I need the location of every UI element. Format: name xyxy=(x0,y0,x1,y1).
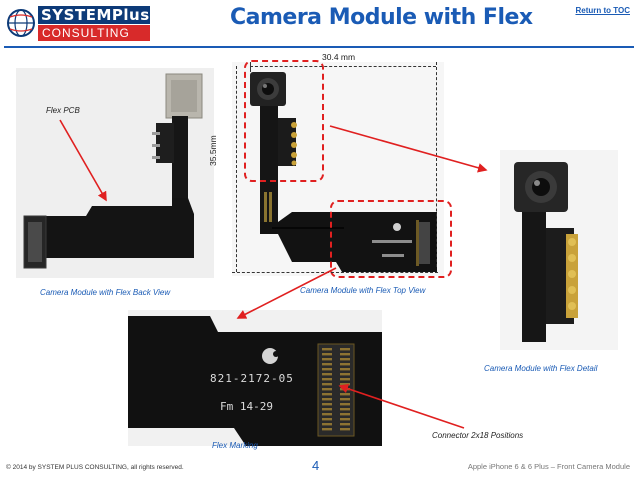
connector-arrow xyxy=(338,384,465,429)
flex-pcb-arrow xyxy=(59,119,107,202)
flex-marking-caption: Flex Marking xyxy=(212,441,258,450)
back-view-photo xyxy=(16,68,214,278)
detail-flex-drawing xyxy=(500,150,618,350)
connector-highlight-box xyxy=(330,200,452,278)
marking-date-code: Fm 14-29 xyxy=(220,400,273,413)
height-dimension-label: 35.5mm xyxy=(208,135,218,166)
zoom-arrow xyxy=(236,267,337,319)
globe-icon xyxy=(7,9,35,37)
top-view-caption: Camera Module with Flex Top View xyxy=(300,286,426,295)
back-view-flex-drawing xyxy=(16,68,214,278)
company-logo: SYSTEMPlus CONSULTING xyxy=(4,4,154,44)
page-title: Camera Module with Flex xyxy=(230,5,533,30)
detail-caption: Camera Module with Flex Detail xyxy=(484,364,598,373)
footer-product: Apple iPhone 6 & 6 Plus – Front Camera M… xyxy=(467,462,630,471)
detail-photo xyxy=(500,150,618,350)
flex-marking-drawing xyxy=(128,310,382,446)
camera-highlight-box xyxy=(244,60,324,182)
page-number: 4 xyxy=(312,458,320,473)
width-dim-right-tick xyxy=(436,62,437,267)
width-dim-left-tick xyxy=(250,62,251,72)
height-dim-bottom-tick xyxy=(232,272,438,273)
top-view-photo xyxy=(232,62,444,276)
width-dimension-label: 30.4 mm xyxy=(322,52,356,62)
footer-copyright: © 2014 by SYSTEM PLUS CONSULTING, all ri… xyxy=(6,464,184,471)
flex-marking-photo xyxy=(128,310,382,446)
width-dimension-line xyxy=(250,66,436,67)
marking-part-number: 821-2172-05 xyxy=(210,372,294,385)
logo-text-consulting: CONSULTING xyxy=(38,25,150,41)
detail-arrow xyxy=(329,125,488,173)
return-to-toc-link[interactable]: Return to TOC xyxy=(575,6,630,15)
flex-pcb-label: Flex PCB xyxy=(46,106,80,115)
logo-text-system: SYSTEMPlus xyxy=(38,6,150,24)
header-divider xyxy=(4,46,634,48)
top-view-flex-drawing xyxy=(232,62,444,276)
back-view-caption: Camera Module with Flex Back View xyxy=(40,288,171,297)
height-dimension-line xyxy=(236,66,237,272)
connector-caption: Connector 2x18 Positions xyxy=(432,431,524,440)
